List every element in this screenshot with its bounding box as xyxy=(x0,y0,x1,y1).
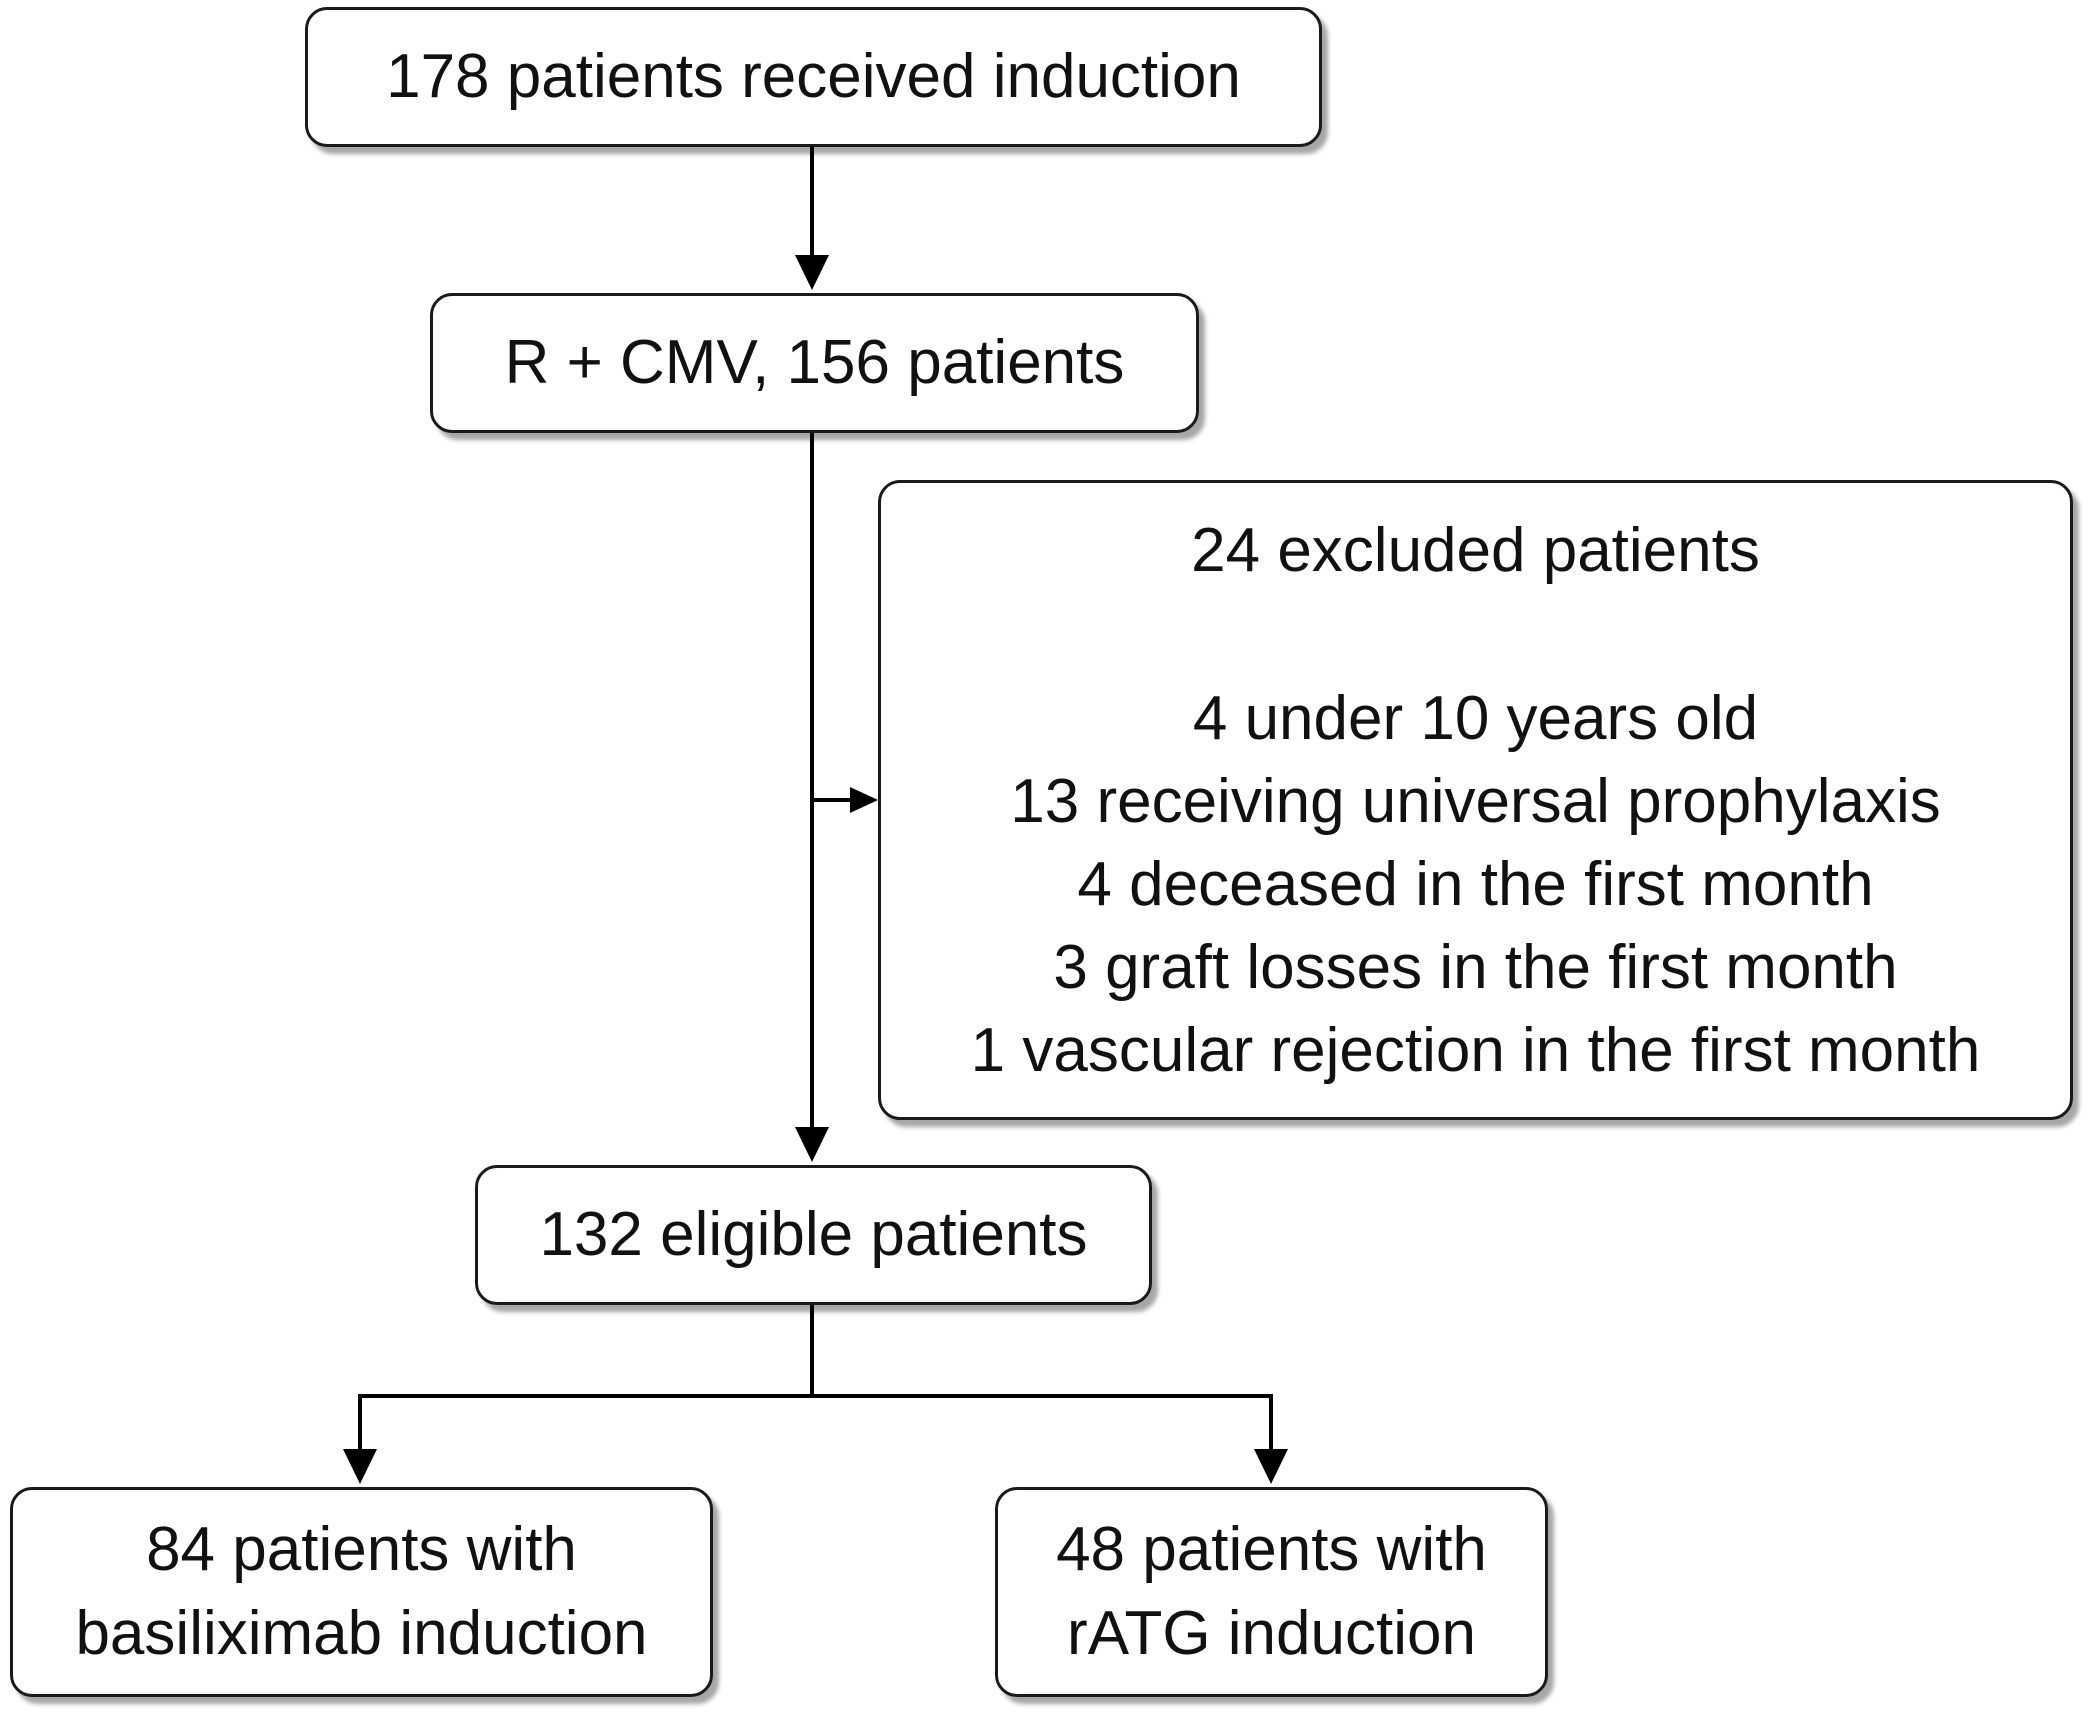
excluded-box: 24 excluded patients 4 under 10 years ol… xyxy=(878,480,2073,1120)
excluded-reason: 4 deceased in the first month xyxy=(1077,850,1874,919)
eligible-box: 132 eligible patients xyxy=(475,1165,1152,1305)
basiliximab-box: 84 patients with basiliximab induction xyxy=(10,1487,713,1697)
excluded-header: 24 excluded patients xyxy=(1191,516,1760,585)
ratg-line-2: rATG induction xyxy=(1067,1599,1476,1668)
eligible-label: 132 eligible patients xyxy=(539,1200,1088,1269)
arrow-to-ratg xyxy=(1254,1394,1288,1484)
excluded-reason: 4 under 10 years old xyxy=(1192,684,1759,753)
arrow-induction-to-cmv xyxy=(795,147,829,290)
excluded-reason: 1 vascular rejection in the first month xyxy=(970,1016,1981,1085)
arrow-to-excluded xyxy=(812,787,878,813)
basiliximab-line-1: 84 patients with xyxy=(146,1515,577,1584)
ratg-box: 48 patients with rATG induction xyxy=(995,1487,1548,1697)
ratg-line-1: 48 patients with xyxy=(1056,1515,1487,1584)
basiliximab-line-2: basiliximab induction xyxy=(75,1599,648,1668)
split-connector xyxy=(358,1305,1271,1398)
excluded-reasons: 4 under 10 years old 13 receiving univer… xyxy=(971,677,1981,1092)
induction-box: 178 patients received induction xyxy=(305,7,1322,147)
induction-label: 178 patients received induction xyxy=(386,42,1241,111)
excluded-reason: 13 receiving universal prophylaxis xyxy=(1010,767,1941,836)
arrow-to-basiliximab xyxy=(343,1394,377,1484)
cmv-label: R + CMV, 156 patients xyxy=(504,328,1125,397)
excluded-reason: 3 graft losses in the first month xyxy=(1053,933,1898,1002)
cmv-box: R + CMV, 156 patients xyxy=(430,293,1199,433)
arrow-cmv-to-eligible xyxy=(795,433,829,1162)
